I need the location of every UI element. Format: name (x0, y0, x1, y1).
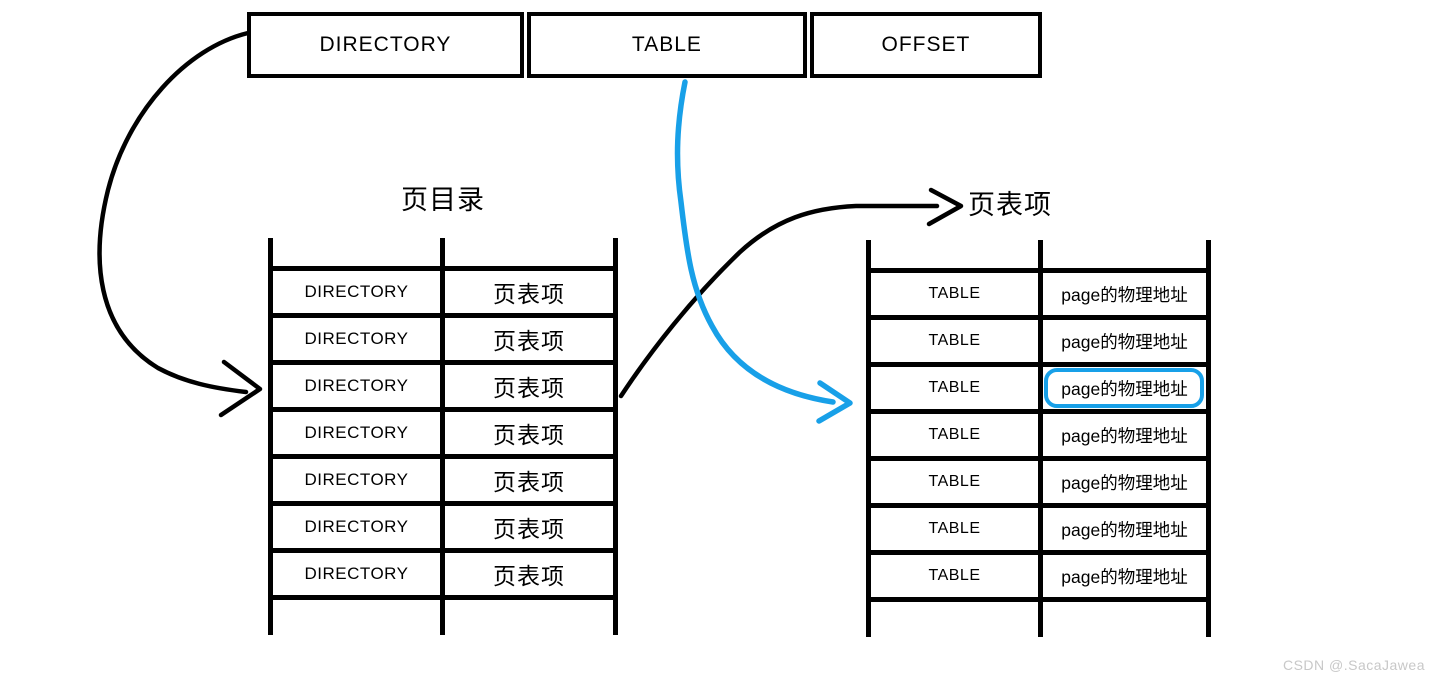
directory-index-cell: DIRECTORY (304, 423, 409, 442)
table-rail (1038, 240, 1043, 637)
table-row: TABLE page的物理地址 (866, 555, 1211, 597)
table-row: DIRECTORY 页表项 (268, 271, 618, 313)
directory-index-cell: DIRECTORY (304, 517, 409, 536)
page-table-entry-cell: 页表项 (493, 469, 565, 495)
table-line (268, 360, 618, 365)
page-table: TABLE page的物理地址 TABLE page的物理地址 TABLE pa… (866, 240, 1211, 637)
table-line (268, 548, 618, 553)
table-line (866, 268, 1211, 273)
table-row: DIRECTORY 页表项 (268, 412, 618, 454)
arrow-directory-to-row (97, 30, 263, 418)
table-line (866, 409, 1211, 414)
table-row: TABLE page的物理地址 (866, 508, 1211, 550)
directory-index-cell: DIRECTORY (304, 329, 409, 348)
page-directory-title: 页目录 (401, 185, 485, 215)
table-line (268, 454, 618, 459)
address-field-table: TABLE (526, 12, 807, 78)
linear-address-bar: DIRECTORY TABLE OFFSET (247, 12, 1042, 78)
physical-address-cell: page的物理地址 (1061, 425, 1188, 446)
table-rail (440, 238, 445, 635)
table-row: DIRECTORY 页表项 (268, 553, 618, 595)
table-index-cell: TABLE (928, 379, 981, 396)
table-line (268, 266, 618, 271)
table-row: TABLE page的物理地址 (866, 461, 1211, 503)
table-row: DIRECTORY 页表项 (268, 459, 618, 501)
table-rail (866, 240, 871, 637)
page-table-title: 页表项 (968, 190, 1052, 220)
directory-index-cell: DIRECTORY (304, 282, 409, 301)
watermark: CSDN @.SacaJawea (1282, 657, 1425, 673)
table-index-cell: TABLE (928, 332, 981, 349)
table-line (268, 313, 618, 318)
table-line (268, 407, 618, 412)
table-index-cell: TABLE (928, 520, 981, 537)
page-table-entry-cell: 页表项 (493, 563, 565, 589)
directory-index-cell: DIRECTORY (304, 470, 409, 489)
physical-address-cell: page的物理地址 (1061, 472, 1188, 493)
table-row: TABLE page的物理地址 (866, 414, 1211, 456)
table-line (866, 550, 1211, 555)
table-index-cell: TABLE (928, 285, 981, 302)
table-index-cell: TABLE (928, 473, 981, 490)
table-line (866, 597, 1211, 602)
table-line (866, 456, 1211, 461)
physical-address-cell: page的物理地址 (1043, 367, 1206, 409)
page-table-entry-cell: 页表项 (493, 516, 565, 542)
table-line (866, 315, 1211, 320)
table-index-cell: TABLE (928, 426, 981, 443)
page-table-entry-cell: 页表项 (493, 281, 565, 307)
table-row: DIRECTORY 页表项 (268, 365, 618, 407)
table-row: TABLE page的物理地址 (866, 320, 1211, 362)
physical-address-cell: page的物理地址 (1061, 284, 1188, 305)
table-row: TABLE page的物理地址 (866, 273, 1211, 315)
table-line (268, 595, 618, 600)
table-line (866, 503, 1211, 508)
table-row: DIRECTORY 页表项 (268, 506, 618, 548)
table-rail (1206, 240, 1211, 637)
table-rail (268, 238, 273, 635)
table-index-cell: TABLE (928, 567, 981, 584)
address-field-directory: DIRECTORY (247, 12, 524, 78)
physical-address-cell: page的物理地址 (1061, 331, 1188, 352)
page-table-entry-cell: 页表项 (493, 375, 565, 401)
table-row: TABLE page的物理地址 (866, 367, 1211, 409)
arrow-table-to-highlighted-entry (674, 79, 853, 424)
address-field-offset: OFFSET (809, 12, 1042, 78)
physical-address-cell: page的物理地址 (1061, 566, 1188, 587)
physical-address-cell: page的物理地址 (1061, 519, 1188, 540)
directory-index-cell: DIRECTORY (304, 564, 409, 583)
table-line (866, 362, 1211, 367)
table-line (268, 501, 618, 506)
page-directory-table: DIRECTORY 页表项 DIRECTORY 页表项 DIRECTORY 页表… (268, 238, 618, 635)
highlight-ring (1044, 368, 1204, 408)
table-rail (613, 238, 618, 635)
page-table-entry-cell: 页表项 (493, 422, 565, 448)
table-row: DIRECTORY 页表项 (268, 318, 618, 360)
directory-index-cell: DIRECTORY (304, 376, 409, 395)
page-table-entry-cell: 页表项 (493, 328, 565, 354)
